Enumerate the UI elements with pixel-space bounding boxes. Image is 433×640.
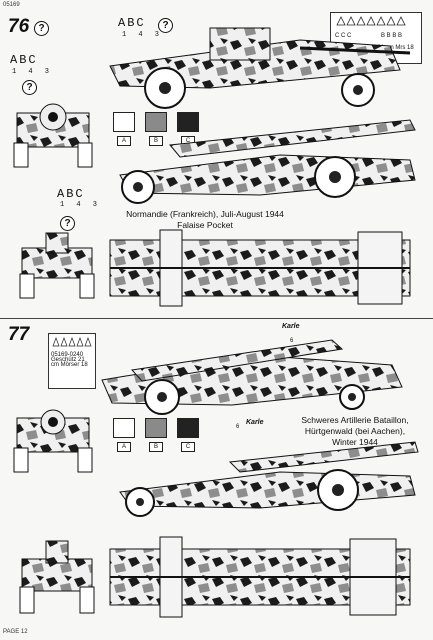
abc-label-76-side: ABC xyxy=(118,16,146,30)
marking-karle-label: Karle xyxy=(282,323,300,330)
scheme-76-question-mark: ? xyxy=(34,21,49,36)
swatch-a-label: A xyxy=(117,442,131,452)
swatch-a-label: A xyxy=(117,136,131,146)
abc-sub-76-front: 1 4 3 xyxy=(12,68,54,76)
swatch-group-76: A B C xyxy=(113,112,203,152)
scheme-number-76: 76 xyxy=(8,16,30,37)
catalog-number: 05169 xyxy=(3,2,20,8)
mortar-top-view-77 xyxy=(109,536,411,618)
abc-label-76-front: ABC xyxy=(10,53,38,67)
mortar-rear-view-77 xyxy=(19,540,95,614)
marking-number-label-2: 6 xyxy=(236,424,240,430)
scheme-77-caption-line3: Winter 1944 xyxy=(332,437,378,447)
page-label: PAGE 12 xyxy=(3,629,28,635)
decal-figures-icon xyxy=(52,337,92,347)
swatch-a xyxy=(113,112,135,132)
scheme-76-caption-line1: Normandie (Frankreich), Juli-August 1944 xyxy=(126,209,284,219)
mortar-side-view-76 xyxy=(109,27,411,109)
abc-label-76-rear: ABC xyxy=(57,187,85,201)
scheme-number-77: 77 xyxy=(8,324,30,345)
abc-sub-76-rear: 1 4 3 xyxy=(60,201,102,209)
mortar-rear-view-76 xyxy=(19,232,95,299)
scheme-77-caption-line1: Schweres Artillerie Bataillon, xyxy=(301,415,409,425)
mortar-firing-view-77 xyxy=(119,441,419,517)
swatch-c xyxy=(177,112,199,132)
question-mark-icon: ? xyxy=(22,80,37,95)
mortar-top-view-76 xyxy=(109,229,411,307)
abc-sub-76-side: 1 4 3 xyxy=(122,31,164,39)
swatch-b-label: B xyxy=(149,442,163,452)
decal-sheet-77: 05169-0240 Geschütz 21 cm Mörser 18 xyxy=(48,333,96,389)
section-divider xyxy=(0,318,433,319)
scheme-77-caption: Schweres Artillerie Bataillon, Hürtgenwa… xyxy=(282,415,428,448)
scheme-76-caption: Normandie (Frankreich), Juli-August 1944… xyxy=(95,209,315,231)
mortar-side-view-77 xyxy=(101,339,403,415)
question-mark-icon: ? xyxy=(60,216,75,231)
scheme-77-caption-line2: Hürtgenwald (bei Aachen), xyxy=(304,426,406,436)
swatch-b xyxy=(145,112,167,132)
svg-text:C C C: C C C xyxy=(335,33,352,39)
swatch-c xyxy=(177,418,199,438)
decal-77-text: 05169-0240 Geschütz 21 cm Mörser 18 xyxy=(51,352,88,368)
swatch-group-77: A B C xyxy=(113,418,203,458)
mortar-front-view-76 xyxy=(13,103,93,168)
swatch-a xyxy=(113,418,135,438)
marking-karle-label-2: Karle xyxy=(246,419,264,426)
swatch-b-label: B xyxy=(149,136,163,146)
mortar-front-view-77 xyxy=(13,409,93,473)
svg-text:B B B B: B B B B xyxy=(381,33,402,39)
scheme-76-caption-line2: Falaise Pocket xyxy=(177,220,233,230)
question-mark-icon: ? xyxy=(158,18,173,33)
mortar-firing-view-76 xyxy=(119,119,416,204)
swatch-c-label: C xyxy=(181,442,195,452)
marking-number-label: 6 xyxy=(290,338,294,344)
swatch-b xyxy=(145,418,167,438)
